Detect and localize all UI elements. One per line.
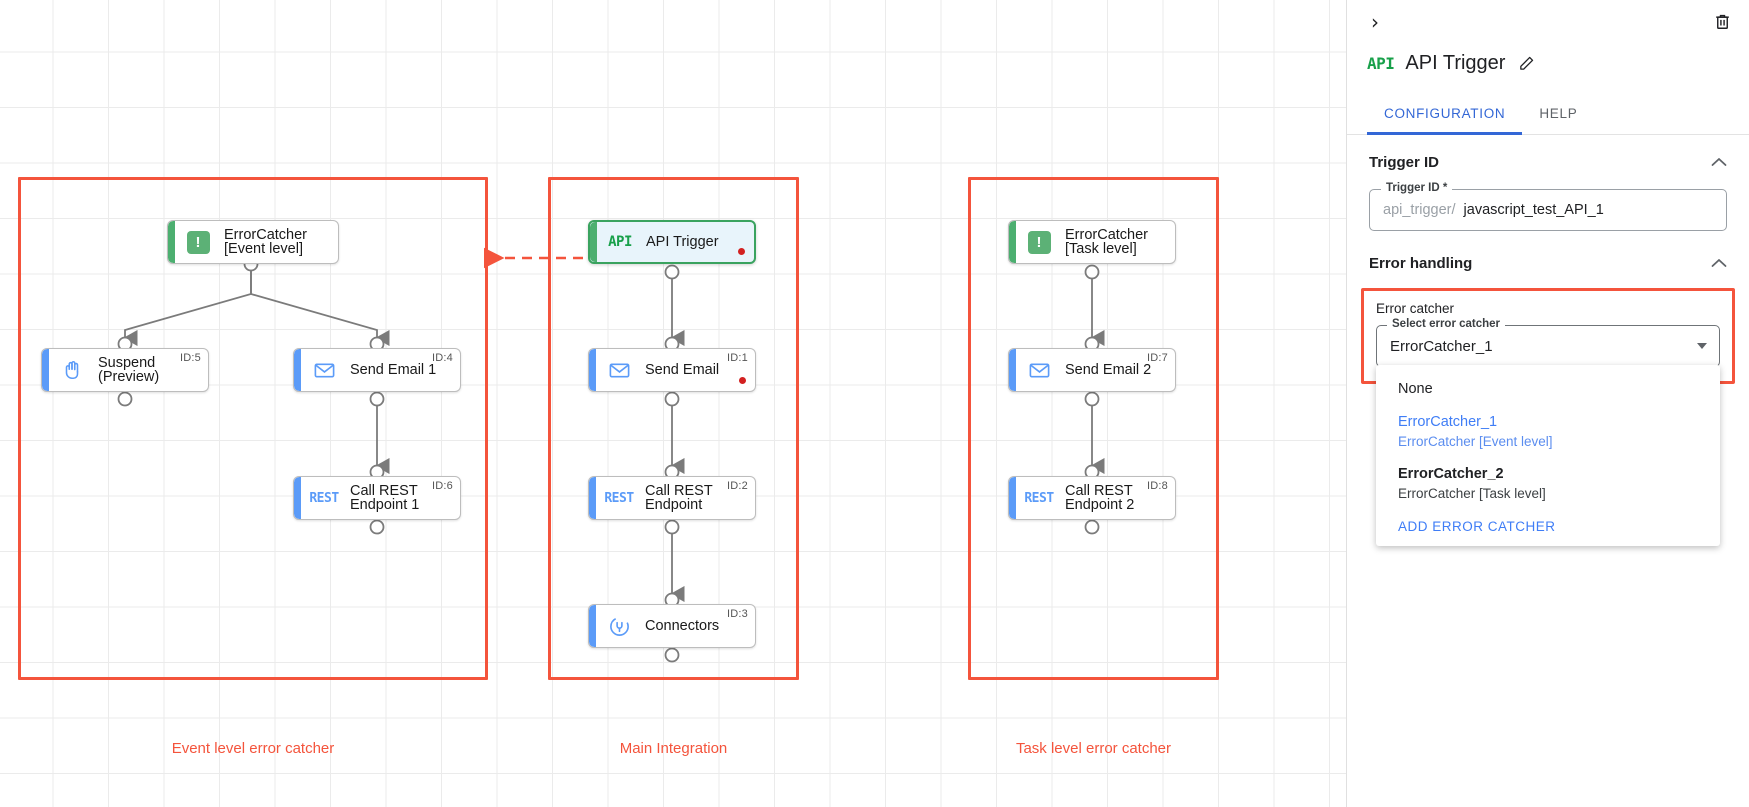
error-catcher-label: Error catcher	[1376, 301, 1455, 316]
node-accent-bar	[1009, 221, 1016, 263]
trigger-id-legend: Trigger ID *	[1381, 182, 1453, 194]
error-catcher-icon: !	[1026, 229, 1052, 255]
hand-icon	[59, 357, 85, 383]
dropdown-option-errorcatcher-1[interactable]: ErrorCatcher_1 ErrorCatcher [Event level…	[1376, 406, 1720, 458]
node-accent-bar	[589, 477, 596, 519]
node-label: ErrorCatcher [Task level]	[1065, 227, 1148, 257]
group-label-task-level: Task level error catcher	[1015, 740, 1172, 757]
node-accent-bar	[1009, 349, 1016, 391]
section-title: Error handling	[1369, 255, 1473, 272]
node-label: ErrorCatcher [Event level]	[224, 227, 307, 257]
node-accent-bar	[1009, 477, 1016, 519]
envelope-icon	[1026, 357, 1052, 383]
node-accent-bar	[589, 349, 596, 391]
flow-canvas[interactable]: Event level error catcher Main Integrati…	[0, 0, 1346, 807]
section-header-trigger-id[interactable]: Trigger ID	[1347, 135, 1749, 183]
error-catcher-select[interactable]: Select error catcher ErrorCatcher_1	[1376, 318, 1720, 367]
dropdown-option-errorcatcher-2[interactable]: ErrorCatcher_2 ErrorCatcher [Task level]	[1376, 458, 1720, 510]
chevron-up-icon[interactable]	[1711, 256, 1727, 271]
option-primary-text: ErrorCatcher_1	[1398, 414, 1498, 430]
tab-configuration[interactable]: CONFIGURATION	[1367, 98, 1523, 135]
node-id-label: ID:4	[432, 352, 453, 364]
node-accent-bar	[168, 221, 175, 263]
section-header-error-handling[interactable]: Error handling	[1347, 231, 1749, 284]
node-send-email[interactable]: Send Email ID:1	[588, 348, 756, 392]
node-call-rest-endpoint-2[interactable]: REST Call REST Endpoint 2 ID:8	[1008, 476, 1176, 520]
option-secondary-text: ErrorCatcher [Task level]	[1398, 486, 1546, 501]
node-accent-bar	[294, 349, 301, 391]
node-send-email-1[interactable]: Send Email 1 ID:4	[293, 348, 461, 392]
node-id-label: ID:7	[1147, 352, 1168, 364]
page-title: API Trigger	[1405, 51, 1506, 74]
group-frame-main-integration[interactable]	[548, 177, 799, 680]
api-icon: API	[608, 234, 632, 250]
node-error-catcher-task-level[interactable]: ! ErrorCatcher [Task level]	[1008, 220, 1176, 264]
error-catcher-selected-value: ErrorCatcher_1	[1390, 337, 1493, 355]
group-frame-event-level[interactable]	[18, 177, 488, 680]
error-catcher-icon: !	[185, 229, 211, 255]
node-suspend-preview[interactable]: Suspend (Preview) ID:5	[41, 348, 209, 392]
trigger-id-prefix: api_trigger/	[1383, 202, 1456, 218]
add-error-catcher-button[interactable]: ADD ERROR CATCHER	[1398, 519, 1556, 534]
node-id-label: ID:5	[180, 352, 201, 364]
node-id-label: ID:1	[727, 352, 748, 364]
option-secondary-text: ErrorCatcher [Event level]	[1398, 434, 1553, 449]
node-id-label: ID:8	[1147, 480, 1168, 492]
error-catcher-select-legend: Select error catcher	[1387, 318, 1506, 330]
envelope-icon	[311, 357, 337, 383]
envelope-icon	[606, 357, 632, 383]
connectors-icon	[606, 613, 632, 639]
delete-icon[interactable]	[1709, 8, 1735, 34]
node-error-catcher-event-level[interactable]: ! ErrorCatcher [Event level]	[167, 220, 339, 264]
tab-help[interactable]: HELP	[1539, 106, 1578, 121]
section-title: Trigger ID	[1369, 154, 1440, 171]
rest-icon: REST	[1024, 490, 1054, 506]
properties-panel: › API API Trigger CONFIGURATION HEL	[1346, 0, 1749, 807]
node-label: Suspend (Preview)	[98, 355, 160, 385]
node-id-label: ID:6	[432, 480, 453, 492]
node-label: Connectors	[645, 618, 720, 634]
error-catcher-dropdown[interactable]: None ErrorCatcher_1 ErrorCatcher [Event …	[1376, 365, 1720, 546]
panel-topbar: ›	[1347, 0, 1749, 44]
node-label: Call REST Endpoint	[645, 483, 713, 513]
group-frame-task-level[interactable]	[968, 177, 1219, 680]
node-accent-bar	[42, 349, 49, 391]
node-accent-bar	[590, 222, 597, 262]
node-call-rest-endpoint-1[interactable]: REST Call REST Endpoint 1 ID:6	[293, 476, 461, 520]
option-primary-text: None	[1398, 381, 1433, 397]
status-dot	[739, 377, 746, 384]
option-primary-text: ErrorCatcher_2	[1398, 466, 1504, 482]
rest-icon: REST	[309, 490, 339, 506]
node-label: Send Email 2	[1065, 362, 1152, 378]
rest-icon: REST	[604, 490, 634, 506]
collapse-panel-icon[interactable]: ›	[1371, 10, 1379, 34]
node-label: API Trigger	[646, 234, 719, 250]
node-label: Call REST Endpoint 1	[350, 483, 420, 513]
node-id-label: ID:2	[727, 480, 748, 492]
group-label-event-level: Event level error catcher	[171, 740, 335, 757]
node-label: Call REST Endpoint 2	[1065, 483, 1135, 513]
status-dot	[738, 248, 745, 255]
trigger-id-value: javascript_test_API_1	[1463, 202, 1604, 218]
group-label-main-integration: Main Integration	[619, 740, 728, 757]
panel-tabs: CONFIGURATION HELP	[1347, 98, 1749, 135]
node-send-email-2[interactable]: Send Email 2 ID:7	[1008, 348, 1176, 392]
panel-title-row: API API Trigger	[1347, 44, 1749, 82]
node-accent-bar	[294, 477, 301, 519]
trigger-id-input[interactable]: Trigger ID * api_trigger/ javascript_tes…	[1369, 182, 1727, 231]
node-id-label: ID:3	[727, 608, 748, 620]
node-label: Send Email	[645, 362, 720, 378]
edit-pencil-icon[interactable]	[1518, 55, 1535, 72]
api-icon: API	[1367, 53, 1395, 73]
dropdown-option-none[interactable]: None	[1376, 373, 1720, 406]
node-call-rest-endpoint[interactable]: REST Call REST Endpoint ID:2	[588, 476, 756, 520]
node-label: Send Email 1	[350, 362, 437, 378]
node-connectors[interactable]: Connectors ID:3	[588, 604, 756, 648]
chevron-down-icon[interactable]	[1697, 343, 1707, 349]
chevron-up-icon[interactable]	[1711, 155, 1727, 170]
error-catcher-highlight-box: Error catcher Select error catcher Error…	[1361, 288, 1735, 546]
node-api-trigger[interactable]: API API Trigger	[588, 220, 756, 264]
node-accent-bar	[589, 605, 596, 647]
trigger-id-field-wrap: Trigger ID * api_trigger/ javascript_tes…	[1347, 182, 1749, 231]
